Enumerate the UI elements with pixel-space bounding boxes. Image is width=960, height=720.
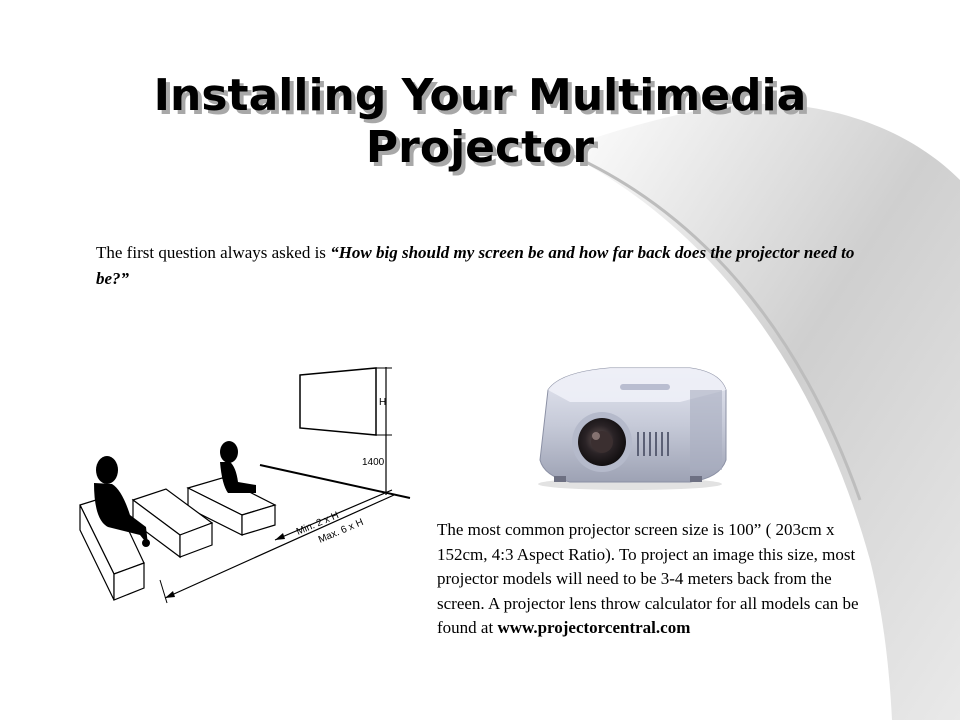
intro-question: “How big should my screen be and how far…	[96, 243, 855, 288]
slide-title: Installing Your Multimedia Projector	[80, 70, 880, 174]
projectorcentral-link[interactable]: www.projectorcentral.com	[497, 618, 691, 637]
seated-person-icon	[94, 456, 150, 547]
body-text: The most common projector screen size is…	[437, 520, 859, 637]
intro-prefix: The first question always asked is	[96, 243, 331, 262]
projector-image	[538, 367, 727, 490]
intro-paragraph: The first question always asked is “How …	[96, 240, 886, 292]
title-line-2: Projector	[365, 122, 595, 173]
body-paragraph: The most common projector screen size is…	[437, 518, 869, 641]
seating-distance-diagram: H 1400 Min. 2 x H Max. 6 x H	[79, 367, 411, 604]
title-line-1: Installing Your Multimedia	[153, 70, 807, 121]
screen-icon	[299, 367, 377, 436]
label-h: H	[379, 397, 386, 408]
seated-person-icon	[220, 441, 256, 493]
label-1400: 1400	[362, 457, 385, 468]
